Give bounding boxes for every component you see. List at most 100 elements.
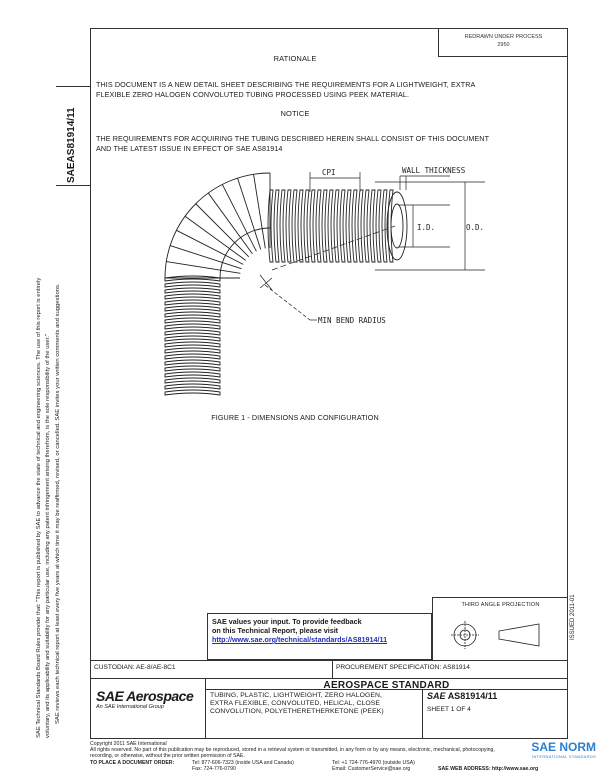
- email: Email: CustomerService@sae.org: [332, 766, 411, 772]
- figure-caption: FIGURE 1 - DIMENSIONS AND CONFIGURATION: [211, 413, 379, 422]
- issue-date: ISSUED 2011-01: [570, 594, 576, 640]
- bend-ring: [170, 245, 242, 270]
- convolution-ring: [333, 189, 340, 263]
- notice-line: THE REQUIREMENTS FOR ACQUIRING THE TUBIN…: [96, 134, 490, 143]
- convolution-ring: [309, 189, 316, 263]
- convolution-ring: [164, 329, 221, 336]
- bend-ring: [221, 184, 257, 252]
- bend-convolutions: [164, 172, 271, 279]
- vertical-convolutions: [164, 275, 221, 396]
- convolution-ring: [164, 335, 221, 342]
- convolution-ring: [164, 323, 221, 330]
- side-doc-number: AS81914/11: [66, 107, 77, 163]
- legal-line-3: SAE reviews each technical report at lea…: [55, 283, 61, 724]
- convolution-ring: [315, 189, 322, 263]
- tube-inner-end: [390, 203, 404, 249]
- cpi-label: CPI: [322, 168, 336, 177]
- rationale-line: THIS DOCUMENT IS A NEW DETAIL SHEET DESC…: [96, 80, 476, 89]
- legal-line-2: voluntary, and its applicability and sui…: [45, 333, 51, 738]
- convolution-ring: [164, 371, 221, 378]
- bend-ring: [184, 215, 246, 261]
- doc-id-block: SAE AS81914/11: [427, 691, 497, 701]
- convolution-ring: [273, 189, 280, 263]
- convolution-ring: [164, 383, 221, 390]
- convolution-ring: [285, 189, 292, 263]
- wall-thickness-label: WALL THICKNESS: [402, 166, 466, 175]
- description-line: TUBING, PLASTIC, LIGHTWEIGHT, ZERO HALOG…: [210, 692, 382, 699]
- logo-main: SAE Aerospace: [96, 688, 194, 704]
- bend-ring: [166, 261, 241, 274]
- convolution-ring: [164, 275, 221, 282]
- watermark-subtext: INTERNATIONAL STANDARDS: [532, 754, 596, 759]
- tel-outside: Tel: +1 724-776-4970 (outside USA): [332, 760, 415, 766]
- bend-ring: [237, 178, 262, 250]
- standard-description: TUBING, PLASTIC, LIGHTWEIGHT, ZERO HALOG…: [210, 692, 420, 717]
- standard-title: AEROSPACE STANDARD: [323, 680, 450, 691]
- notice-heading: NOTICE: [280, 109, 310, 118]
- convolution-ring: [387, 189, 394, 263]
- convolution-ring: [279, 189, 286, 263]
- convolution-ring: [164, 353, 221, 360]
- order-label: TO PLACE A DOCUMENT ORDER:: [90, 760, 175, 766]
- convolution-ring: [164, 347, 221, 354]
- convolution-ring: [164, 281, 221, 288]
- description-line: CONVOLUTION, POLYETHERETHERKETONE (PEEK): [210, 708, 384, 716]
- convolution-ring: [164, 287, 221, 294]
- bend-ring: [207, 192, 253, 254]
- convolution-ring: [321, 189, 328, 263]
- watermark-text: SAE NORM: [531, 740, 596, 754]
- copyright-line: recording, or otherwise, without the pri…: [90, 753, 245, 760]
- min-bend-radius-label: MIN BEND RADIUS: [318, 316, 386, 325]
- side-document-tab: SAEAS81914/11: [56, 86, 90, 186]
- reference-line: REDRAWN UNDER PROCESS: [464, 34, 543, 40]
- convolution-ring: [164, 293, 221, 300]
- convolution-ring: [164, 389, 221, 396]
- footer: Copyright 2011 SAE International All rig…: [90, 741, 568, 760]
- convolution-ring: [164, 377, 221, 384]
- page-frame: [90, 28, 568, 739]
- convolution-ring: [164, 359, 221, 366]
- convolution-ring: [164, 365, 221, 372]
- feedback-link[interactable]: http://www.sae.org/technical/standards/A…: [212, 635, 388, 644]
- feedback-line: SAE values your input. To provide feedba…: [212, 617, 362, 626]
- sae-aerospace-logo: SAE Aerospace An SAE International Group: [96, 688, 194, 710]
- feedback-line: on this Technical Report, please visit: [212, 626, 339, 635]
- copyright-line: All rights reserved. No part of this pub…: [90, 747, 495, 754]
- projection-symbol-icon: [451, 621, 540, 649]
- convolution-ring: [357, 189, 364, 263]
- id-label: I.D.: [417, 223, 435, 232]
- convolution-ring: [339, 189, 346, 263]
- convolution-ring: [164, 299, 221, 306]
- doc-logo: SAE: [427, 691, 446, 701]
- convolution-ring: [297, 189, 304, 263]
- sae-logo-text: SAE: [66, 162, 77, 183]
- third-angle-projection: THIRD ANGLE PROJECTION: [432, 597, 568, 660]
- web-address[interactable]: SAE WEB ADDRESS: http://www.sae.org: [438, 766, 539, 772]
- bend-outline: [164, 172, 271, 279]
- doc-number: AS81914/11: [447, 691, 498, 701]
- description-line: EXTRA FLEXIBLE, CONVOLUTED, HELICAL, CLO…: [210, 700, 381, 708]
- bend-ring: [253, 174, 266, 249]
- convolution-ring: [164, 341, 221, 348]
- notice-line: AND THE LATEST ISSUE IN EFFECT OF SAE AS…: [96, 143, 283, 153]
- bend-ring: [176, 229, 244, 265]
- feedback-box: SAE values your input. To provide feedba…: [207, 613, 432, 660]
- side-tab-label: SAEAS81914/11: [66, 107, 77, 183]
- convolution-ring: [164, 305, 221, 312]
- third-angle-title: THIRD ANGLE PROJECTION: [461, 602, 540, 608]
- od-label: O.D.: [466, 223, 484, 232]
- horizontal-convolutions: [267, 189, 394, 263]
- copyright-line: Copyright 2011 SAE International: [90, 741, 167, 747]
- tube-open-end: [386, 191, 408, 261]
- custodian: CUSTODIAN: AE-8/AE-8C1: [94, 664, 176, 671]
- convolution-ring: [164, 311, 221, 318]
- rationale-heading: RATIONALE: [273, 54, 317, 63]
- notice-text: THE REQUIREMENTS FOR ACQUIRING THE TUBIN…: [96, 134, 536, 153]
- convolution-ring: [381, 189, 388, 263]
- convolution-ring: [303, 189, 310, 263]
- sheet-number: SHEET 1 OF 4: [427, 706, 471, 713]
- rationale-line: FLEXIBLE ZERO HALOGEN CONVOLUTED TUBING …: [96, 89, 410, 99]
- tubing-figure: CPI WALL THICKNESS I.D. O.D. MIN BEND RA…: [164, 166, 485, 396]
- convolution-ring: [267, 189, 274, 263]
- watermark: SAE NORM INTERNATIONAL STANDARDS: [484, 740, 596, 759]
